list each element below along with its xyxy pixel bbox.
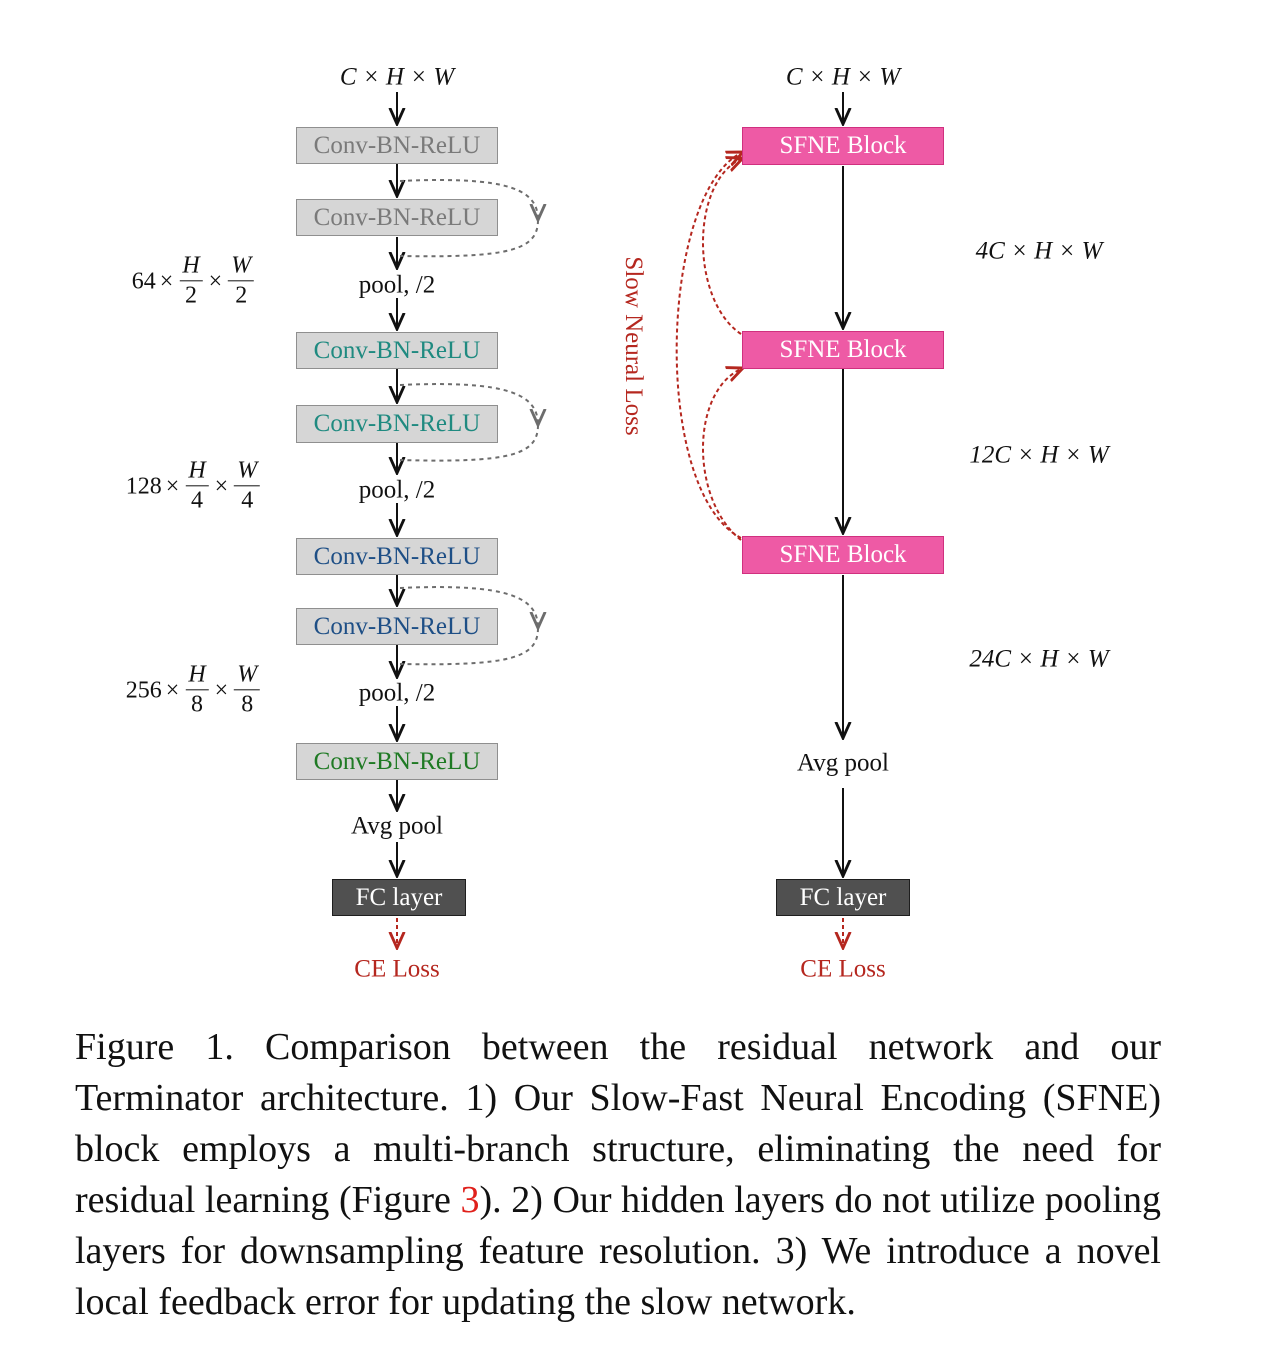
right-avg-pool: Avg pool <box>797 749 889 777</box>
left-input-shape: C × H × W <box>339 63 455 91</box>
left-fc-layer: FC layer <box>332 879 466 916</box>
conv-label: Conv-BN-ReLU <box>313 410 481 437</box>
figure-caption: Figure 1. Comparison between the residua… <box>75 1022 1161 1328</box>
conv-block-2: Conv-BN-ReLU <box>296 199 498 236</box>
stage-channels: 256 <box>125 677 162 703</box>
figure-reference-link[interactable]: 3 <box>460 1179 480 1221</box>
stage-channels: 128 <box>125 473 162 499</box>
architecture-diagram <box>0 92 1284 1010</box>
sfne-label: SFNE Block <box>779 132 907 159</box>
frac-numerator: H <box>188 661 206 688</box>
right-dim-1: 4C × H × W <box>975 237 1103 265</box>
conv-label: Conv-BN-ReLU <box>313 131 481 159</box>
right-ce-loss: CE Loss <box>800 955 886 983</box>
residual-skip-connections <box>399 179 538 666</box>
conv-block-3: Conv-BN-ReLU <box>296 332 498 369</box>
sfne-label: SFNE Block <box>779 336 907 363</box>
sfne-block-3: SFNE Block <box>742 536 944 574</box>
frac-numerator: W <box>237 661 258 688</box>
sfne-block-2: SFNE Block <box>742 331 944 369</box>
sfne-block-1: SFNE Block <box>742 127 944 165</box>
caption-text: Figure 1. Comparison between the residua… <box>75 1026 1161 1221</box>
fc-label: FC layer <box>355 883 443 911</box>
frac-numerator: H <box>188 457 206 484</box>
right-dim-3: 24C × H × W <box>969 645 1109 673</box>
conv-block-7: Conv-BN-ReLU <box>296 743 498 780</box>
slow-neural-loss-arcs <box>675 152 743 541</box>
conv-label: Conv-BN-ReLU <box>313 203 481 231</box>
frac-denominator: 4 <box>191 487 203 514</box>
conv-label: Conv-BN-ReLU <box>313 542 481 570</box>
frac-denominator: 8 <box>191 691 203 718</box>
conv-block-1: Conv-BN-ReLU <box>296 127 498 164</box>
left-ce-loss: CE Loss <box>354 955 440 983</box>
left-avg-pool: Avg pool <box>351 812 443 840</box>
conv-label: Conv-BN-ReLU <box>313 747 481 775</box>
slow-neural-loss-label: Slow Neural Loss <box>620 256 647 436</box>
stage-channels: 64 <box>131 268 156 294</box>
right-dim-2: 12C × H × W <box>969 441 1109 469</box>
pool-label-3: pool, /2 <box>358 679 436 707</box>
conv-label: Conv-BN-ReLU <box>313 336 481 364</box>
frac-denominator: 2 <box>185 282 197 309</box>
frac-numerator: H <box>182 252 200 279</box>
pool-label-1: pool, /2 <box>358 271 436 299</box>
right-fc-layer: FC layer <box>776 879 910 916</box>
conv-block-4: Conv-BN-ReLU <box>296 405 498 443</box>
sfne-label: SFNE Block <box>779 541 907 568</box>
pool-label-2: pool, /2 <box>358 476 436 504</box>
frac-numerator: W <box>237 457 258 484</box>
conv-block-5: Conv-BN-ReLU <box>296 538 498 575</box>
frac-denominator: 2 <box>235 282 248 309</box>
conv-label: Conv-BN-ReLU <box>313 612 481 640</box>
frac-denominator: 4 <box>241 487 254 514</box>
fc-label: FC layer <box>799 883 887 911</box>
caption-text-end: ). 2) Our hidden layers do not utilize p… <box>75 1179 1161 1323</box>
right-input-shape: C × H × W <box>785 63 901 91</box>
conv-block-6: Conv-BN-ReLU <box>296 608 498 645</box>
frac-denominator: 8 <box>241 691 254 718</box>
frac-numerator: W <box>231 252 252 279</box>
